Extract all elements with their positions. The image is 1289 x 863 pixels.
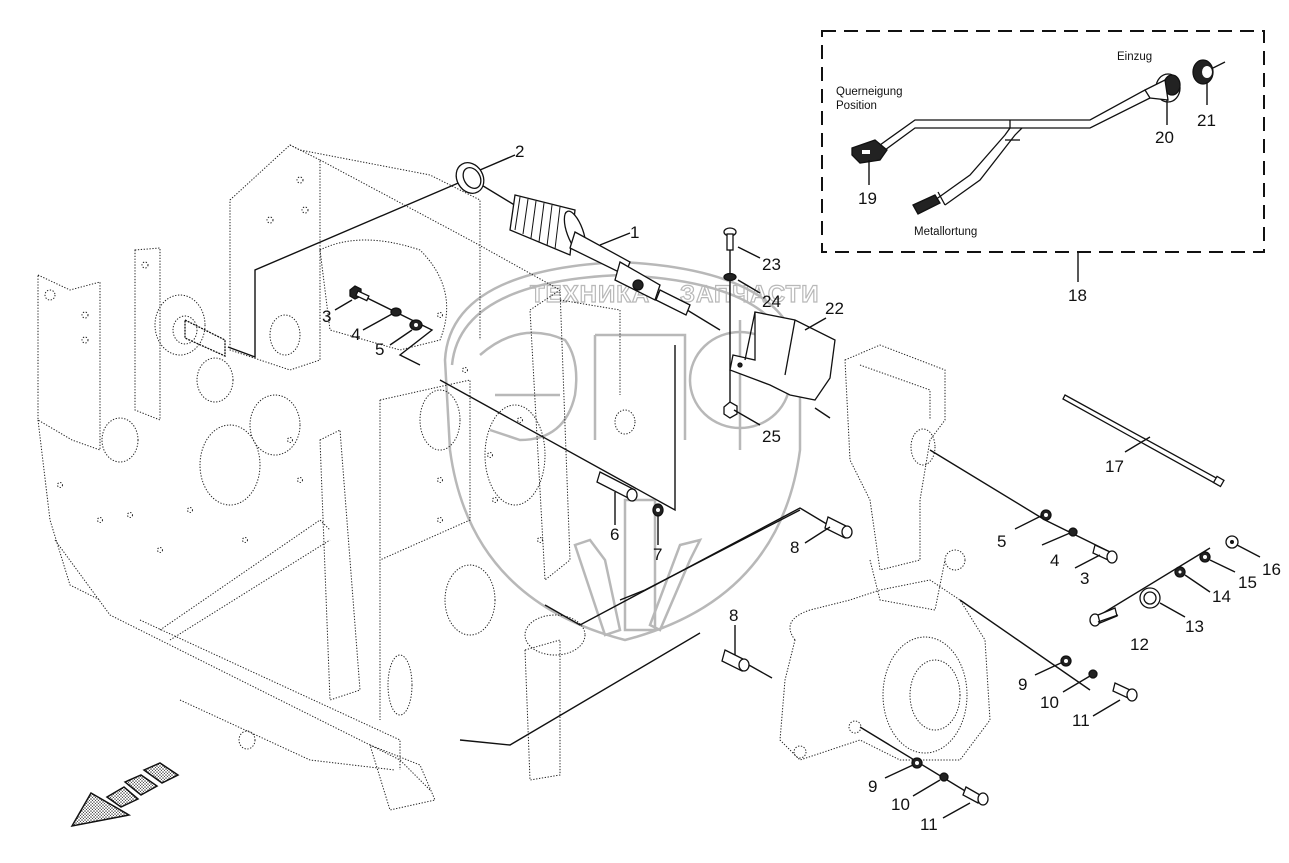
callout-5-left[interactable]: 5	[375, 340, 384, 359]
callout-23[interactable]: 23	[762, 255, 781, 274]
callout-22[interactable]: 22	[825, 299, 844, 318]
connector-part-20[interactable]	[1144, 73, 1181, 103]
callout-11-lower[interactable]: 11	[920, 815, 938, 834]
bolt-part-11-lower[interactable]	[962, 786, 989, 806]
nut-part-16[interactable]	[1225, 535, 1239, 549]
callout-13[interactable]: 13	[1185, 617, 1204, 636]
gearbox-housing	[779, 344, 991, 761]
guard-plate-part-22[interactable]	[729, 311, 836, 401]
drive-shaft-part-1[interactable]	[509, 194, 691, 316]
cap-part-21[interactable]	[1192, 59, 1226, 85]
hose-clamp-part-2[interactable]	[451, 158, 490, 199]
assembly-lines	[227, 177, 1211, 801]
direction-arrow-icon	[70, 762, 180, 828]
clamp-part-13[interactable]	[1139, 587, 1161, 609]
bolt-part-3-right[interactable]	[1092, 544, 1118, 564]
washer-part-10-lower[interactable]	[939, 772, 949, 782]
callout-2[interactable]: 2	[515, 142, 524, 161]
bolt-part-23[interactable]	[723, 227, 737, 251]
connector-part-19[interactable]	[851, 139, 888, 164]
washer-part-9-lower[interactable]	[911, 757, 923, 769]
callout-11-upper[interactable]: 11	[1072, 711, 1090, 730]
washer-part-10-upper[interactable]	[1088, 669, 1098, 679]
callout-labels: 2 1 3 4 5 6 7 8 8 9 10 11 9 10 11 12 13 …	[322, 142, 1281, 834]
callout-9-lower[interactable]: 9	[868, 777, 877, 796]
watermark-wrenches	[573, 498, 703, 637]
label-querneigung: Querneigung	[836, 86, 903, 98]
bolt-part-11-upper[interactable]	[1112, 682, 1138, 702]
spacer-part-8-upper[interactable]	[824, 516, 853, 539]
label-position: Position	[836, 100, 877, 112]
callout-6[interactable]: 6	[610, 525, 619, 544]
callout-24[interactable]: 24	[762, 292, 781, 311]
callout-5-right[interactable]: 5	[997, 532, 1006, 551]
callout-18[interactable]: 18	[1068, 286, 1087, 305]
washer-part-7[interactable]	[652, 503, 664, 517]
callout-15[interactable]: 15	[1238, 573, 1257, 592]
callout-20[interactable]: 20	[1155, 128, 1174, 147]
washer-part-5-left[interactable]	[409, 319, 423, 331]
label-metallortung: Metallortung	[914, 226, 977, 238]
label-einzug: Einzug	[1117, 51, 1152, 63]
callout-1[interactable]: 1	[630, 223, 639, 242]
callout-7[interactable]: 7	[653, 545, 662, 564]
washer-part-9-upper[interactable]	[1060, 655, 1072, 667]
callout-3-right[interactable]: 3	[1080, 569, 1089, 588]
callout-4-right[interactable]: 4	[1050, 551, 1059, 570]
washer-part-24[interactable]	[723, 272, 737, 282]
frame-structure	[37, 144, 636, 811]
callout-14[interactable]: 14	[1212, 587, 1231, 606]
nut-part-25[interactable]	[723, 401, 738, 419]
frame-holes	[57, 312, 543, 553]
callout-12[interactable]: 12	[1130, 635, 1149, 654]
inset-dashed-border	[821, 30, 1265, 253]
washer-part-14[interactable]	[1174, 566, 1186, 578]
cable-tie-part-17[interactable]	[1062, 394, 1225, 488]
callout-10-lower[interactable]: 10	[891, 795, 910, 814]
bolt-part-3-left[interactable]	[349, 285, 370, 302]
callout-10-upper[interactable]: 10	[1040, 693, 1059, 712]
callout-21[interactable]: 21	[1197, 111, 1216, 130]
callout-8-lower[interactable]: 8	[729, 606, 738, 625]
callout-3-left[interactable]: 3	[322, 307, 331, 326]
watermark-text-right: ЗАПЧАСТИ	[680, 281, 820, 308]
metallortung-plug	[912, 191, 946, 215]
callout-25[interactable]: 25	[762, 427, 781, 446]
callout-4-left[interactable]: 4	[351, 325, 360, 344]
washer-part-5-right[interactable]	[1040, 509, 1052, 521]
callout-16[interactable]: 16	[1262, 560, 1281, 579]
washer-part-4-left[interactable]	[390, 307, 402, 317]
washer-part-15[interactable]	[1199, 551, 1211, 563]
washer-part-4-right[interactable]	[1068, 527, 1078, 537]
spacer-part-8-lower[interactable]	[721, 649, 750, 672]
callout-leaders	[334, 154, 1261, 819]
spacer-part-6[interactable]	[596, 471, 638, 502]
wiring-harness-inset[interactable]: Querneigung Position Einzug Metallortung	[821, 30, 1265, 305]
callout-8-upper[interactable]: 8	[790, 538, 799, 557]
callout-17[interactable]: 17	[1105, 457, 1124, 476]
callout-9-upper[interactable]: 9	[1018, 675, 1027, 694]
callout-19[interactable]: 19	[858, 189, 877, 208]
